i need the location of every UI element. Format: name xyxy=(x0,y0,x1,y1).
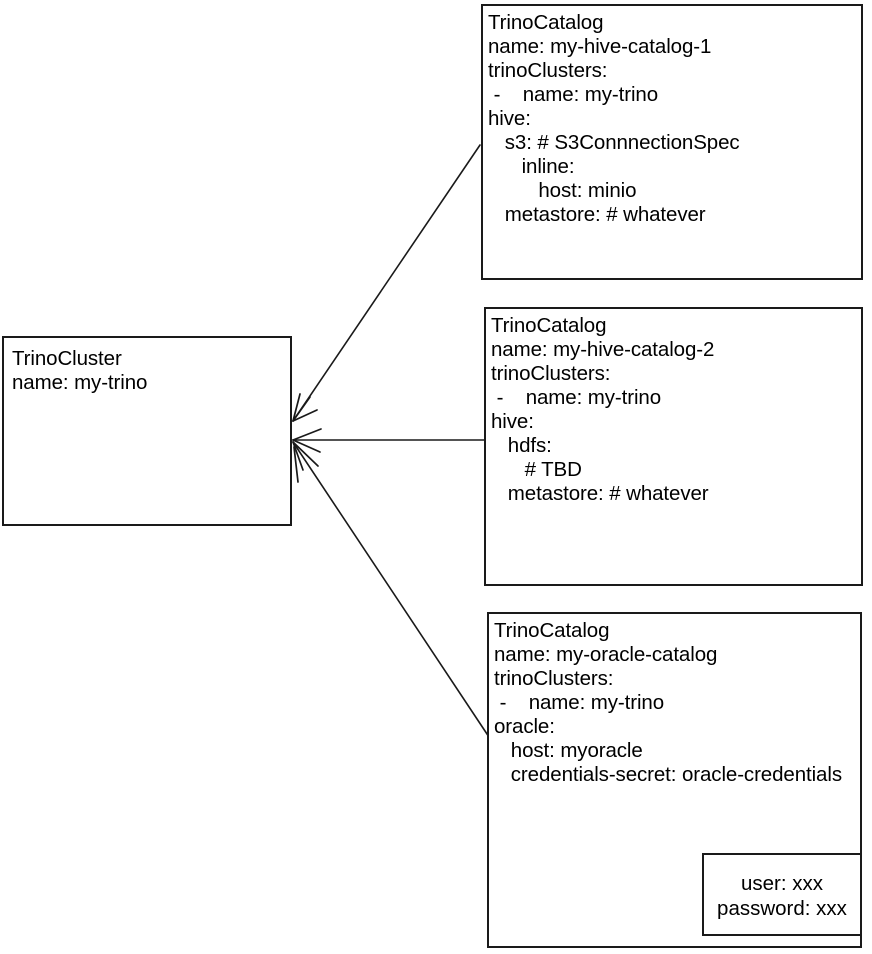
catalog-1-line-7: host: minio xyxy=(488,179,637,202)
catalog-3-line-4: oracle: xyxy=(494,715,555,738)
catalog-2-line-7: metastore: # whatever xyxy=(491,482,709,505)
catalog-1-line-1: name: my-hive-catalog-1 xyxy=(488,35,712,58)
catalog-3-line-5: host: myoracle xyxy=(494,739,643,762)
trino-cluster-name: name: my-trino xyxy=(12,371,148,394)
catalog-1-line-8: metastore: # whatever xyxy=(488,203,706,226)
trino-catalog-node-oracle[interactable]: TrinoCatalog name: my-oracle-catalog tri… xyxy=(487,612,862,948)
catalog-3-line-6: credentials-secret: oracle-credentials xyxy=(494,763,842,786)
trino-cluster-node[interactable]: TrinoCluster name: my-trino xyxy=(2,336,292,526)
secret-line-password: password: xxx xyxy=(717,897,847,920)
secret-line-user: user: xxx xyxy=(740,872,824,895)
catalog-1-line-3: - name: my-trino xyxy=(488,83,659,106)
catalog-2-line-0: TrinoCatalog xyxy=(491,314,607,337)
catalog-1-line-5: s3: # S3ConnnectionSpec xyxy=(488,131,740,154)
oracle-credentials-secret-node[interactable]: user: xxx password: xxx xyxy=(702,853,862,936)
catalog-1-line-2: trinoClusters: xyxy=(488,59,608,82)
trino-catalog-node-hive-2[interactable]: TrinoCatalog name: my-hive-catalog-2 tri… xyxy=(484,307,863,586)
catalog-1-line-0: TrinoCatalog xyxy=(488,11,604,34)
catalog-2-line-6: # TBD xyxy=(491,458,582,481)
edge-hive1-to-cluster xyxy=(292,144,481,422)
catalog-3-line-0: TrinoCatalog xyxy=(494,619,610,642)
catalog-2-line-1: name: my-hive-catalog-2 xyxy=(491,338,715,361)
catalog-2-line-2: trinoClusters: xyxy=(491,362,611,385)
catalog-3-line-1: name: my-oracle-catalog xyxy=(494,643,718,666)
catalog-2-line-4: hive: xyxy=(491,410,534,433)
edge-hive2-to-cluster xyxy=(292,428,487,453)
edge-oracle-to-cluster xyxy=(292,441,490,738)
catalog-2-line-5: hdfs: xyxy=(491,434,552,457)
catalog-1-line-6: inline: xyxy=(488,155,575,178)
catalog-1-line-4: hive: xyxy=(488,107,531,130)
catalog-3-line-3: - name: my-trino xyxy=(494,691,665,714)
trino-catalog-node-hive-1[interactable]: TrinoCatalog name: my-hive-catalog-1 tri… xyxy=(481,4,863,280)
catalog-2-line-3: - name: my-trino xyxy=(491,386,662,409)
catalog-3-line-2: trinoClusters: xyxy=(494,667,614,690)
trino-cluster-kind: TrinoCluster xyxy=(12,347,122,370)
